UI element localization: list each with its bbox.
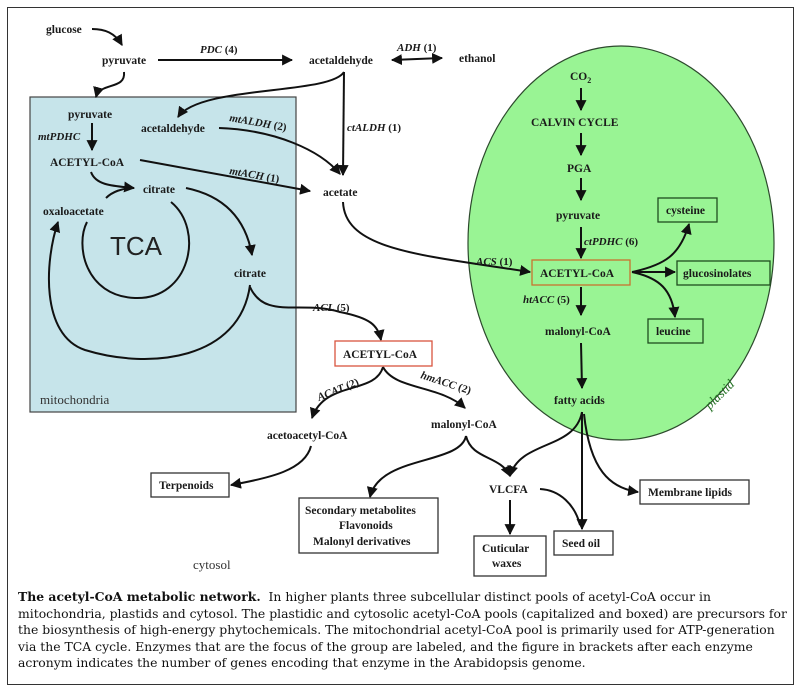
arrow-oaa-citrate — [105, 187, 135, 199]
secondary-metabolites-label: Secondary metabolites — [305, 505, 416, 517]
cysteine-box — [657, 197, 718, 223]
arrow-acetaldehyde-ethanol — [390, 52, 444, 66]
enzyme-adh: ADH (1) — [396, 42, 437, 54]
enzyme-ctaldh: ctALDH (1) — [347, 122, 401, 134]
membrane-lipids-box — [639, 479, 750, 505]
cuticular-waxes-box — [473, 535, 547, 577]
malonyl-derivatives-label: Malonyl derivatives — [313, 536, 411, 548]
seed-oil-box — [553, 530, 614, 556]
pyruvate-cytosol-label: pyruvate — [102, 55, 146, 67]
arrow-vlcfa-seedoil — [539, 488, 581, 526]
enzyme-htacc: htACC (5) — [523, 294, 570, 306]
tca-label: TCA — [110, 231, 163, 261]
arrow-hmacc — [382, 366, 466, 409]
oxaloacetate-label: oxaloacetate — [43, 206, 104, 218]
caption-title: The acetyl-CoA metabolic network. — [18, 589, 261, 604]
arrow-malonyl-vlcfa — [465, 435, 511, 477]
figure-frame — [7, 7, 794, 685]
arrow-citrate2-oaa — [47, 220, 251, 360]
malonyl-coa-cytosol-label: malonyl-CoA — [431, 419, 498, 431]
seed-oil-label: Seed oil — [562, 538, 600, 550]
co2-label: CO2 — [570, 71, 591, 85]
pyruvate-mt-label: pyruvate — [68, 109, 112, 121]
arrow-glucose-pyruvate — [91, 28, 123, 46]
terpenoids-label: Terpenoids — [159, 480, 214, 492]
cytosol-label: cytosol — [193, 557, 231, 572]
arrow-acetaldehyde-mt — [177, 71, 345, 118]
arrow-malonyl-fattyacids — [576, 342, 588, 390]
acetaldehyde-mt-label: acetaldehyde — [141, 123, 205, 135]
arrow-fattyacids-membrane — [583, 413, 640, 497]
arrow-ctaldh — [337, 71, 349, 177]
acetoacetyl-coa-label: acetoacetyl-CoA — [267, 430, 348, 442]
malonyl-coa-plastid-label: malonyl-CoA — [545, 326, 612, 338]
calvin-cycle-label: CALVIN CYCLE — [531, 117, 619, 129]
cuticular-label: Cuticular — [482, 543, 529, 555]
citrate-mt2-label: citrate — [234, 268, 266, 280]
acetaldehyde-cytosol-label: acetaldehyde — [309, 55, 373, 67]
enzyme-mtpdhc: mtPDHC — [38, 131, 81, 143]
leucine-box — [647, 318, 704, 344]
arrow-to-leucine — [631, 271, 680, 319]
glucosinolates-label: glucosinolates — [683, 268, 752, 280]
ethanol-label: ethanol — [459, 53, 495, 65]
waxes-label: waxes — [492, 558, 522, 570]
plastid-compartment — [467, 45, 775, 441]
arrow-pyruvate-mt — [93, 71, 126, 99]
glucose-label: glucose — [46, 24, 82, 36]
tca-cycle-arc — [81, 201, 191, 300]
caption-body: In higher plants three subcellular disti… — [18, 589, 787, 671]
flavonoids-label: Flavonoids — [339, 520, 393, 532]
terpenoids-box — [150, 472, 230, 498]
arrow-to-cysteine — [631, 222, 692, 273]
vlcfa-label: VLCFA — [489, 484, 528, 496]
leucine-label: leucine — [656, 326, 691, 338]
enzyme-pdc: PDC (4) — [200, 44, 238, 56]
arrow-mtach — [139, 159, 312, 195]
arrow-acl — [249, 286, 385, 342]
enzyme-ctpdhc: ctPDHC (6) — [584, 236, 638, 248]
pga-label: PGA — [567, 163, 592, 175]
pyruvate-plastid-label: pyruvate — [556, 210, 600, 222]
citrate-mt-label: citrate — [143, 184, 175, 196]
acetate-label: acetate — [323, 187, 357, 199]
acetyl-coa-mt-label: ACETYL-CoA — [50, 157, 125, 169]
enzyme-acat: ACAT (2) — [315, 376, 361, 404]
arrow-citrate-citrate2 — [185, 187, 256, 257]
secondary-metabolites-box — [298, 497, 439, 554]
acetyl-coa-plastid-label: ACETYL-CoA — [540, 268, 615, 280]
mitochondria-compartment — [29, 96, 297, 413]
arrow-mtaldh — [218, 127, 341, 175]
membrane-lipids-label: Membrane lipids — [648, 487, 733, 499]
arrow-acetoacetyl-terpenoids — [229, 445, 312, 489]
arrow-acs — [342, 201, 532, 276]
glucosinolates-box — [676, 260, 771, 286]
enzyme-hmacc: hmACC (2) — [419, 369, 473, 397]
arrow-malonyl-secondary — [366, 435, 467, 499]
acetyl-coa-cytosol-box — [334, 340, 433, 367]
arrow-fattyacids-vlcfa — [507, 411, 583, 478]
fatty-acids-label: fatty acids — [554, 395, 605, 407]
acetyl-coa-cytosol-label: ACETYL-CoA — [343, 349, 418, 361]
cysteine-label: cysteine — [666, 205, 705, 217]
figure-caption: The acetyl-CoA metabolic network. In hig… — [18, 589, 788, 672]
mitochondria-label: mitochondria — [40, 392, 110, 407]
arrow-acat — [310, 366, 384, 420]
acetyl-coa-plastid-box — [531, 259, 631, 286]
enzyme-acl: ACL (5) — [312, 302, 350, 314]
enzyme-acs: ACS (1) — [475, 256, 513, 268]
